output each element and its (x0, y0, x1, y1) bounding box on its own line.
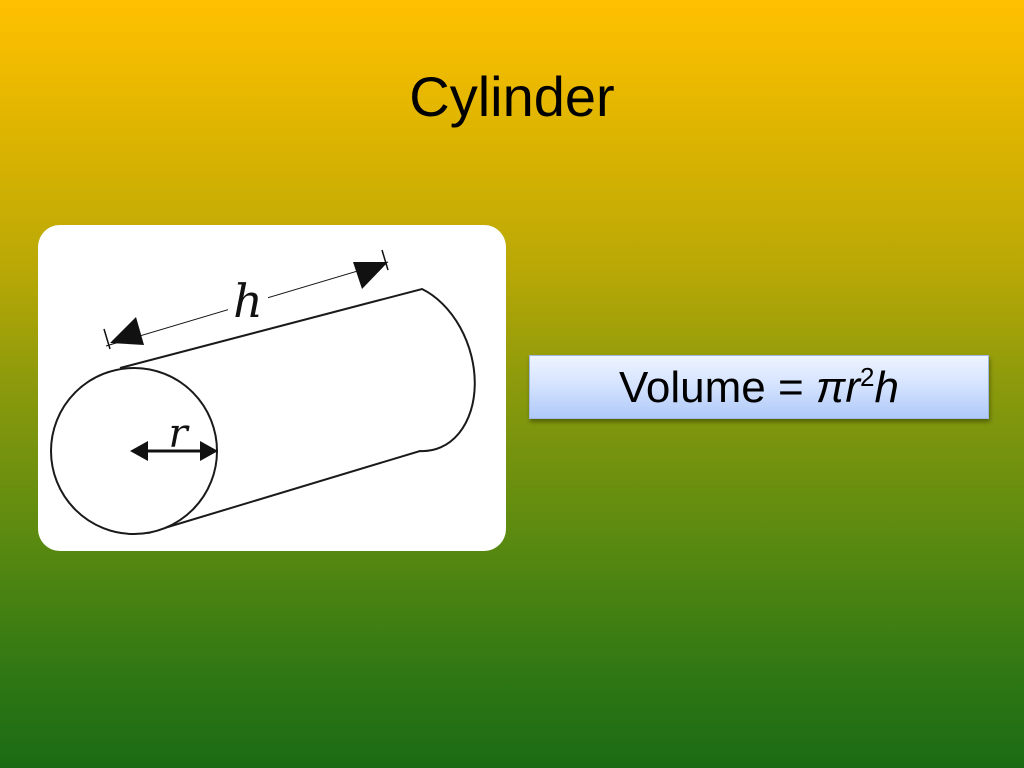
radius-label: r (168, 411, 190, 457)
height-dimension-arrow (103, 249, 389, 350)
radius-arrow (130, 441, 218, 461)
formula-radius: r (845, 363, 861, 412)
height-label-backdrop (228, 273, 268, 323)
formula-exponent: 2 (860, 362, 875, 392)
cylinder-body-outline (119, 287, 476, 534)
cylinder-diagram-card: r h (38, 225, 506, 551)
height-label: h (233, 274, 263, 328)
slide-title: Cylinder (409, 65, 615, 128)
formula-height: h (874, 363, 899, 412)
formula-pi: π (815, 363, 846, 412)
cylinder-diagram: r h (50, 249, 476, 535)
formula-prefix: Volume = (619, 363, 816, 412)
volume-formula-box: Volume = πr2h (529, 355, 989, 419)
